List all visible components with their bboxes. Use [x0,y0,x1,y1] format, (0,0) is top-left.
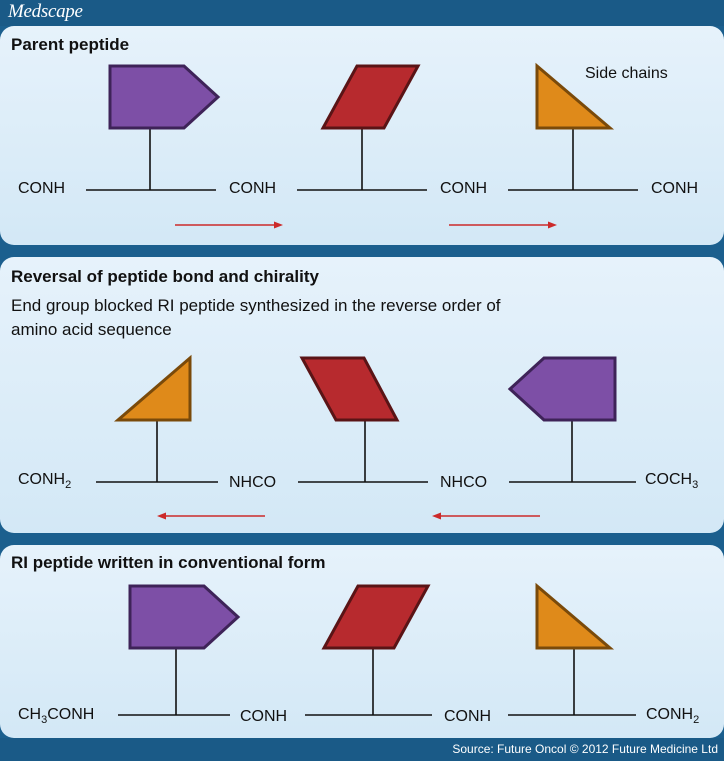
red-parallelogram-side-chain [299,356,400,422]
arrowhead-right [274,221,283,229]
panel-title: Parent peptide [11,35,130,54]
panel-subtitle-line2: amino acid sequence [11,320,172,339]
arrowhead-left [432,512,441,520]
header-bar: Medscape [0,0,724,26]
source-credit: Source: Future Oncol © 2012 Future Medic… [452,742,718,756]
orange-triangle-side-chain [535,582,615,650]
backbone-lines [86,128,638,716]
panel-subtitle-line1: End group blocked RI peptide synthesized… [11,296,501,315]
bond-label: NHCO [440,474,488,491]
footer-bar: Source: Future Oncol © 2012 Future Medic… [0,738,724,761]
bond-label-conh2: CONH2 [18,471,72,491]
medscape-logo: Medscape [8,1,83,22]
panel-title: RI peptide written in conventional form [11,553,326,572]
arrowhead-right [548,221,557,229]
red-parallelogram-side-chain [321,584,431,650]
bond-label: CONH [444,708,492,725]
bond-label: NHCO [229,474,277,491]
panel-title: Reversal of peptide bond and chirality [11,267,319,286]
bond-label-conh2: CONH2 [646,706,700,726]
bond-label: CONH [440,180,488,197]
purple-pentagon-side-chain [128,584,241,650]
bond-label: CONH [229,180,277,197]
bond-label: CONH [651,180,699,197]
purple-pentagon-side-chain [108,64,221,130]
purple-pentagon-side-chain [507,356,617,422]
arrowhead-left [157,512,166,520]
bond-label-ch3conh: CH3CONH [18,706,95,726]
red-parallelogram-side-chain [320,64,421,130]
orange-triangle-side-chain [113,354,192,422]
bond-label: CONH [240,708,288,725]
orange-triangle-side-chain [535,62,615,130]
bond-label-coch3: COCH3 [645,471,699,491]
bond-label: CONH [18,180,66,197]
side-chains-label: Side chains [585,65,668,82]
